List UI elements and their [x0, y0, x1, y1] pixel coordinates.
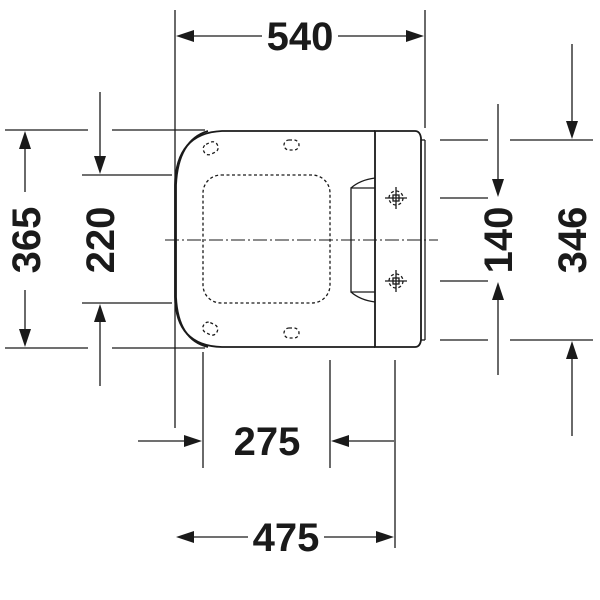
- dimension-overall-width: 365: [5, 131, 49, 347]
- dimension-label: 346: [551, 207, 595, 274]
- arrow-down: [19, 329, 31, 347]
- dimension-label: 140: [477, 207, 521, 274]
- dimension-label: 275: [234, 420, 301, 464]
- buffer-top-mid: [283, 139, 300, 151]
- buffer-top-left: [202, 141, 219, 156]
- dimension-overall-length: 540: [176, 15, 424, 59]
- dimension-fixing-length: 475: [176, 516, 394, 560]
- seat-lid: [174, 130, 375, 348]
- arrow-right: [406, 30, 424, 42]
- dimension-label: 475: [253, 516, 320, 560]
- arrow-up: [492, 282, 504, 300]
- dimension-inner-length: 275: [138, 420, 394, 464]
- buffer-bottom-mid: [283, 327, 300, 339]
- buffer-bottom-left: [202, 321, 219, 336]
- dimension-fixing-spacing: 140: [477, 104, 521, 375]
- extension-lines: [5, 10, 593, 548]
- arrow-left: [176, 30, 194, 42]
- bowl-opening: [202, 174, 331, 304]
- dimension-label: 540: [267, 15, 334, 59]
- hinge-cover: [374, 130, 422, 348]
- seat-rim: [175, 130, 209, 348]
- arrow-right: [184, 435, 202, 447]
- hinge-notch: [350, 187, 375, 293]
- fixing-point-icon: [385, 187, 407, 209]
- arrow-down: [94, 156, 106, 174]
- arrow-left: [331, 435, 349, 447]
- dimension-label: 220: [79, 207, 123, 274]
- dimension-label: 365: [5, 207, 49, 274]
- seat-buffers: [202, 139, 300, 339]
- fixing-point-icon: [385, 270, 407, 292]
- arrow-left: [176, 531, 194, 543]
- dimension-inner-width: 220: [79, 92, 123, 386]
- arrow-down: [492, 179, 504, 197]
- arrow-up: [19, 131, 31, 149]
- arrow-up: [566, 341, 578, 359]
- arrow-down: [566, 121, 578, 139]
- arrow-right: [376, 531, 394, 543]
- arrow-up: [94, 304, 106, 322]
- dimension-outer-width: 346: [551, 44, 595, 436]
- toilet-seat-outline: [174, 130, 426, 348]
